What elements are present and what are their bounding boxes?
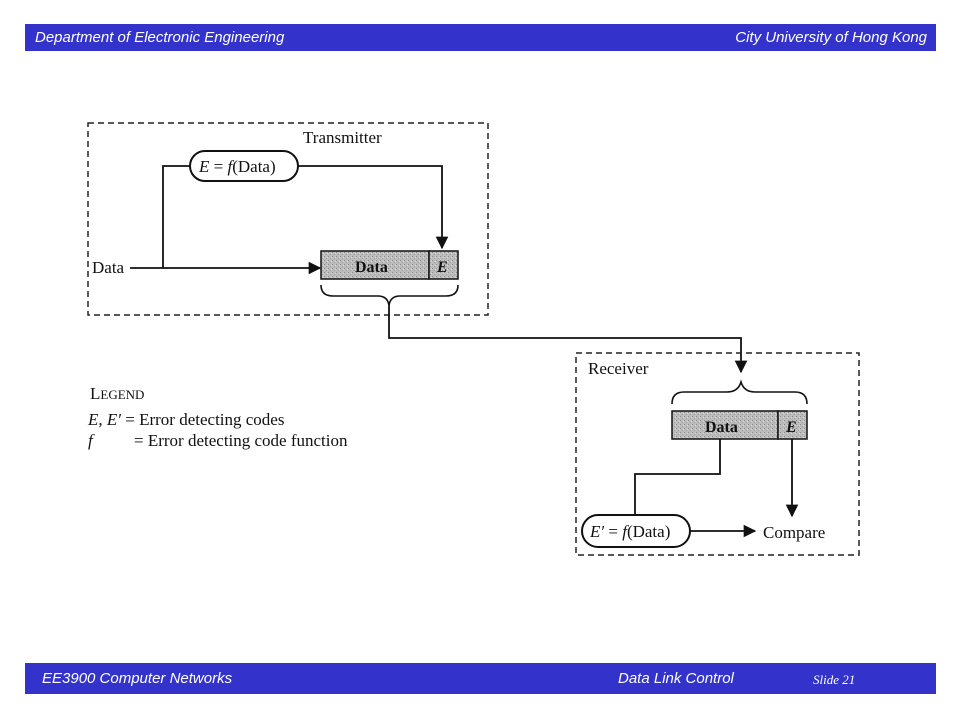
header-bar: Department of Electronic Engineering Cit… xyxy=(25,24,936,51)
university-name: City University of Hong Kong xyxy=(735,29,927,46)
rx-data-line xyxy=(634,439,721,515)
compare-label: Compare xyxy=(763,523,825,542)
slide-number: Slide 21 xyxy=(813,672,856,687)
tx-data-field xyxy=(320,250,430,280)
rx-e-field xyxy=(777,410,808,440)
tx-brace xyxy=(320,284,459,307)
legend-symbol-f: f xyxy=(88,431,95,450)
receiver-label: Receiver xyxy=(588,359,649,378)
transmitter-label: Transmitter xyxy=(303,128,382,147)
tx-e-field-label: E xyxy=(436,259,448,276)
tx-formula: E = f(Data) xyxy=(198,157,276,176)
rx-data-field xyxy=(671,410,779,440)
rx-brace xyxy=(671,379,808,405)
tx-e-arrow xyxy=(298,165,449,250)
rx-e-field-label: E xyxy=(785,419,797,436)
topic-title: Data Link Control xyxy=(618,670,734,687)
footer-bar: EE3900 Computer Networks Data Link Contr… xyxy=(25,663,936,694)
legend-line-2: = Error detecting code function xyxy=(134,431,348,450)
legend-line-1: E, E′ = Error detecting codes xyxy=(87,410,284,429)
data-input-label: Data xyxy=(92,258,125,277)
channel-line xyxy=(388,306,748,374)
rx-data-field-label: Data xyxy=(705,419,738,436)
receiver-box xyxy=(575,352,860,556)
tx-data-field-label: Data xyxy=(355,259,388,276)
transmitter-box xyxy=(87,122,489,316)
tx-e-field xyxy=(428,250,459,280)
tx-feed-line xyxy=(162,165,190,268)
rx-formula: E′ = f(Data) xyxy=(589,522,670,541)
legend-title: LEGEND xyxy=(90,384,144,403)
department-name: Department of Electronic Engineering xyxy=(35,29,285,46)
course-title: EE3900 Computer Networks xyxy=(42,670,233,687)
